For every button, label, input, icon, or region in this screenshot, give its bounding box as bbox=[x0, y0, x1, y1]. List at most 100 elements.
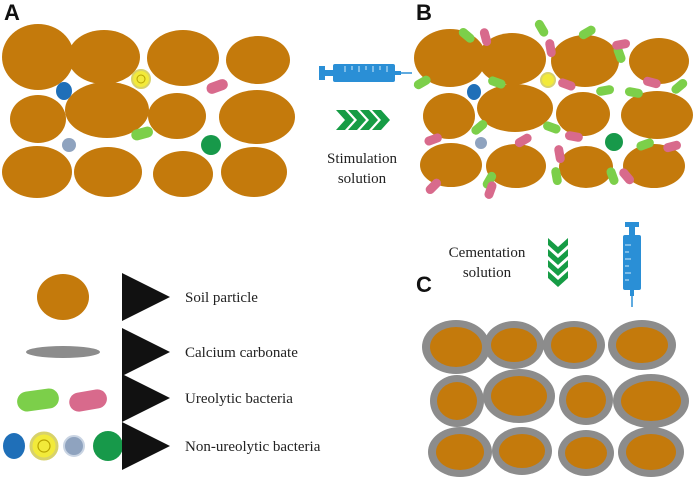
soil-particle bbox=[478, 33, 546, 85]
ureolytic-bacterium-pink bbox=[545, 39, 556, 58]
ureolytic-bacterium-green bbox=[596, 85, 615, 96]
non-ureolytic-bacterium-yellow bbox=[131, 69, 151, 89]
legend-non-ureolytic-gray-swatch bbox=[63, 435, 85, 457]
non-ureolytic-bacterium-gray bbox=[62, 138, 76, 152]
soil-particle bbox=[556, 92, 610, 136]
soil-particle bbox=[420, 143, 482, 187]
ureolytic-bacterium-pink bbox=[643, 76, 661, 89]
non-ureolytic-bacterium-green bbox=[201, 135, 221, 155]
ureolytic-bacterium-green bbox=[613, 45, 626, 63]
soil-particle bbox=[623, 144, 685, 188]
soil-particle bbox=[621, 381, 681, 421]
soil-particle bbox=[499, 434, 545, 468]
soil-particle bbox=[74, 147, 142, 197]
ureolytic-bacterium-pink bbox=[479, 28, 492, 46]
legend-ureolytic-pink-swatch bbox=[69, 389, 107, 412]
stimulation-label-line2: solution bbox=[338, 171, 387, 187]
soil-particle bbox=[423, 93, 475, 139]
ureolytic-bacterium-pink bbox=[484, 181, 497, 199]
soil-particle bbox=[430, 327, 482, 367]
non-ureolytic-bacterium-green bbox=[605, 133, 623, 151]
chevron-down-icon bbox=[548, 238, 568, 287]
ureolytic-bacterium-green bbox=[624, 87, 643, 98]
syringe-vertical-icon bbox=[623, 222, 641, 307]
ureolytic-bacterium-pink bbox=[558, 78, 576, 91]
panel-a-bacteria bbox=[56, 69, 228, 155]
soil-particle bbox=[219, 90, 295, 144]
soil-particle bbox=[221, 147, 287, 197]
panel-b-soil-particles bbox=[414, 29, 693, 188]
stimulation-label-line1: Stimulation bbox=[327, 151, 398, 167]
ureolytic-bacterium-pink bbox=[663, 140, 681, 153]
ureolytic-bacterium-pink bbox=[514, 133, 532, 148]
ureolytic-bacterium-green bbox=[131, 126, 153, 141]
ureolytic-bacterium-green bbox=[606, 167, 619, 185]
ureolytic-bacterium-pink bbox=[425, 178, 442, 195]
soil-particle bbox=[551, 35, 619, 87]
soil-particle bbox=[491, 376, 547, 416]
ureolytic-bacterium-green bbox=[543, 121, 561, 134]
soil-particle bbox=[226, 36, 290, 84]
non-ureolytic-bacterium-blue bbox=[56, 82, 72, 100]
panel-label-b: B bbox=[416, 0, 432, 25]
legend: Soil particle Calcium carbonate Ureolyti… bbox=[3, 273, 321, 470]
cementation-label-line2: solution bbox=[463, 265, 512, 281]
ureolytic-bacterium-green bbox=[413, 75, 431, 90]
soil-particle bbox=[565, 437, 607, 469]
soil-particle bbox=[491, 328, 537, 362]
legend-ureolytic-label: Ureolytic bacteria bbox=[185, 391, 293, 407]
panel-c-cemented-particles bbox=[422, 320, 689, 477]
ureolytic-bacterium-green bbox=[488, 76, 506, 89]
ureolytic-bacterium-pink bbox=[424, 133, 442, 146]
non-ureolytic-bacterium-yellow bbox=[540, 72, 556, 88]
soil-particle bbox=[65, 82, 149, 138]
legend-non-ureolytic-yellow-swatch bbox=[29, 431, 59, 461]
soil-particle bbox=[616, 327, 668, 363]
soil-particle bbox=[486, 144, 546, 188]
legend-ureolytic-green-swatch bbox=[17, 388, 59, 412]
panel-b-bacteria bbox=[413, 19, 688, 199]
ureolytic-bacterium-green bbox=[671, 78, 688, 94]
soil-particle bbox=[147, 30, 219, 86]
cementation-label-line1: Cementation bbox=[449, 245, 526, 261]
soil-particle bbox=[414, 29, 486, 87]
soil-particle bbox=[436, 434, 484, 470]
soil-particle bbox=[626, 434, 676, 470]
soil-particle bbox=[629, 38, 689, 84]
chevron-right-icon bbox=[336, 110, 390, 130]
legend-soil-particle-swatch bbox=[37, 274, 89, 320]
soil-particle bbox=[148, 93, 206, 139]
legend-non-ureolytic-blue-swatch bbox=[3, 433, 25, 459]
ureolytic-bacterium-pink bbox=[206, 79, 228, 94]
legend-non-ureolytic-label: Non-ureolytic bacteria bbox=[185, 439, 321, 455]
soil-particle bbox=[10, 95, 66, 143]
soil-particle bbox=[437, 382, 477, 420]
ureolytic-bacterium-green bbox=[578, 25, 596, 40]
ureolytic-bacterium-green bbox=[534, 19, 549, 37]
soil-particle bbox=[566, 382, 606, 418]
ureolytic-bacterium-green bbox=[471, 119, 488, 135]
legend-calcium-carbonate-swatch bbox=[26, 346, 100, 358]
ureolytic-bacterium-green bbox=[482, 171, 497, 189]
legend-calcium-carbonate-label: Calcium carbonate bbox=[185, 345, 298, 361]
soil-particle bbox=[153, 151, 213, 197]
panel-label-a: A bbox=[4, 0, 20, 25]
syringe-horizontal-icon bbox=[319, 64, 412, 82]
soil-particle bbox=[68, 30, 140, 84]
legend-soil-particle-label: Soil particle bbox=[185, 290, 258, 306]
ureolytic-bacterium-green bbox=[551, 167, 562, 186]
ureolytic-bacterium-green bbox=[636, 138, 654, 151]
non-ureolytic-bacterium-blue bbox=[467, 84, 481, 100]
soil-particle bbox=[2, 146, 72, 198]
soil-particle bbox=[559, 146, 613, 188]
ureolytic-bacterium-pink bbox=[554, 145, 565, 164]
legend-non-ureolytic-green-swatch bbox=[93, 431, 123, 461]
ureolytic-bacterium-pink bbox=[564, 131, 583, 142]
soil-particle bbox=[477, 84, 553, 132]
soil-particle bbox=[2, 24, 74, 90]
soil-particle bbox=[551, 327, 597, 363]
panel-label-c: C bbox=[416, 272, 432, 297]
panel-a-soil-particles bbox=[2, 24, 295, 198]
